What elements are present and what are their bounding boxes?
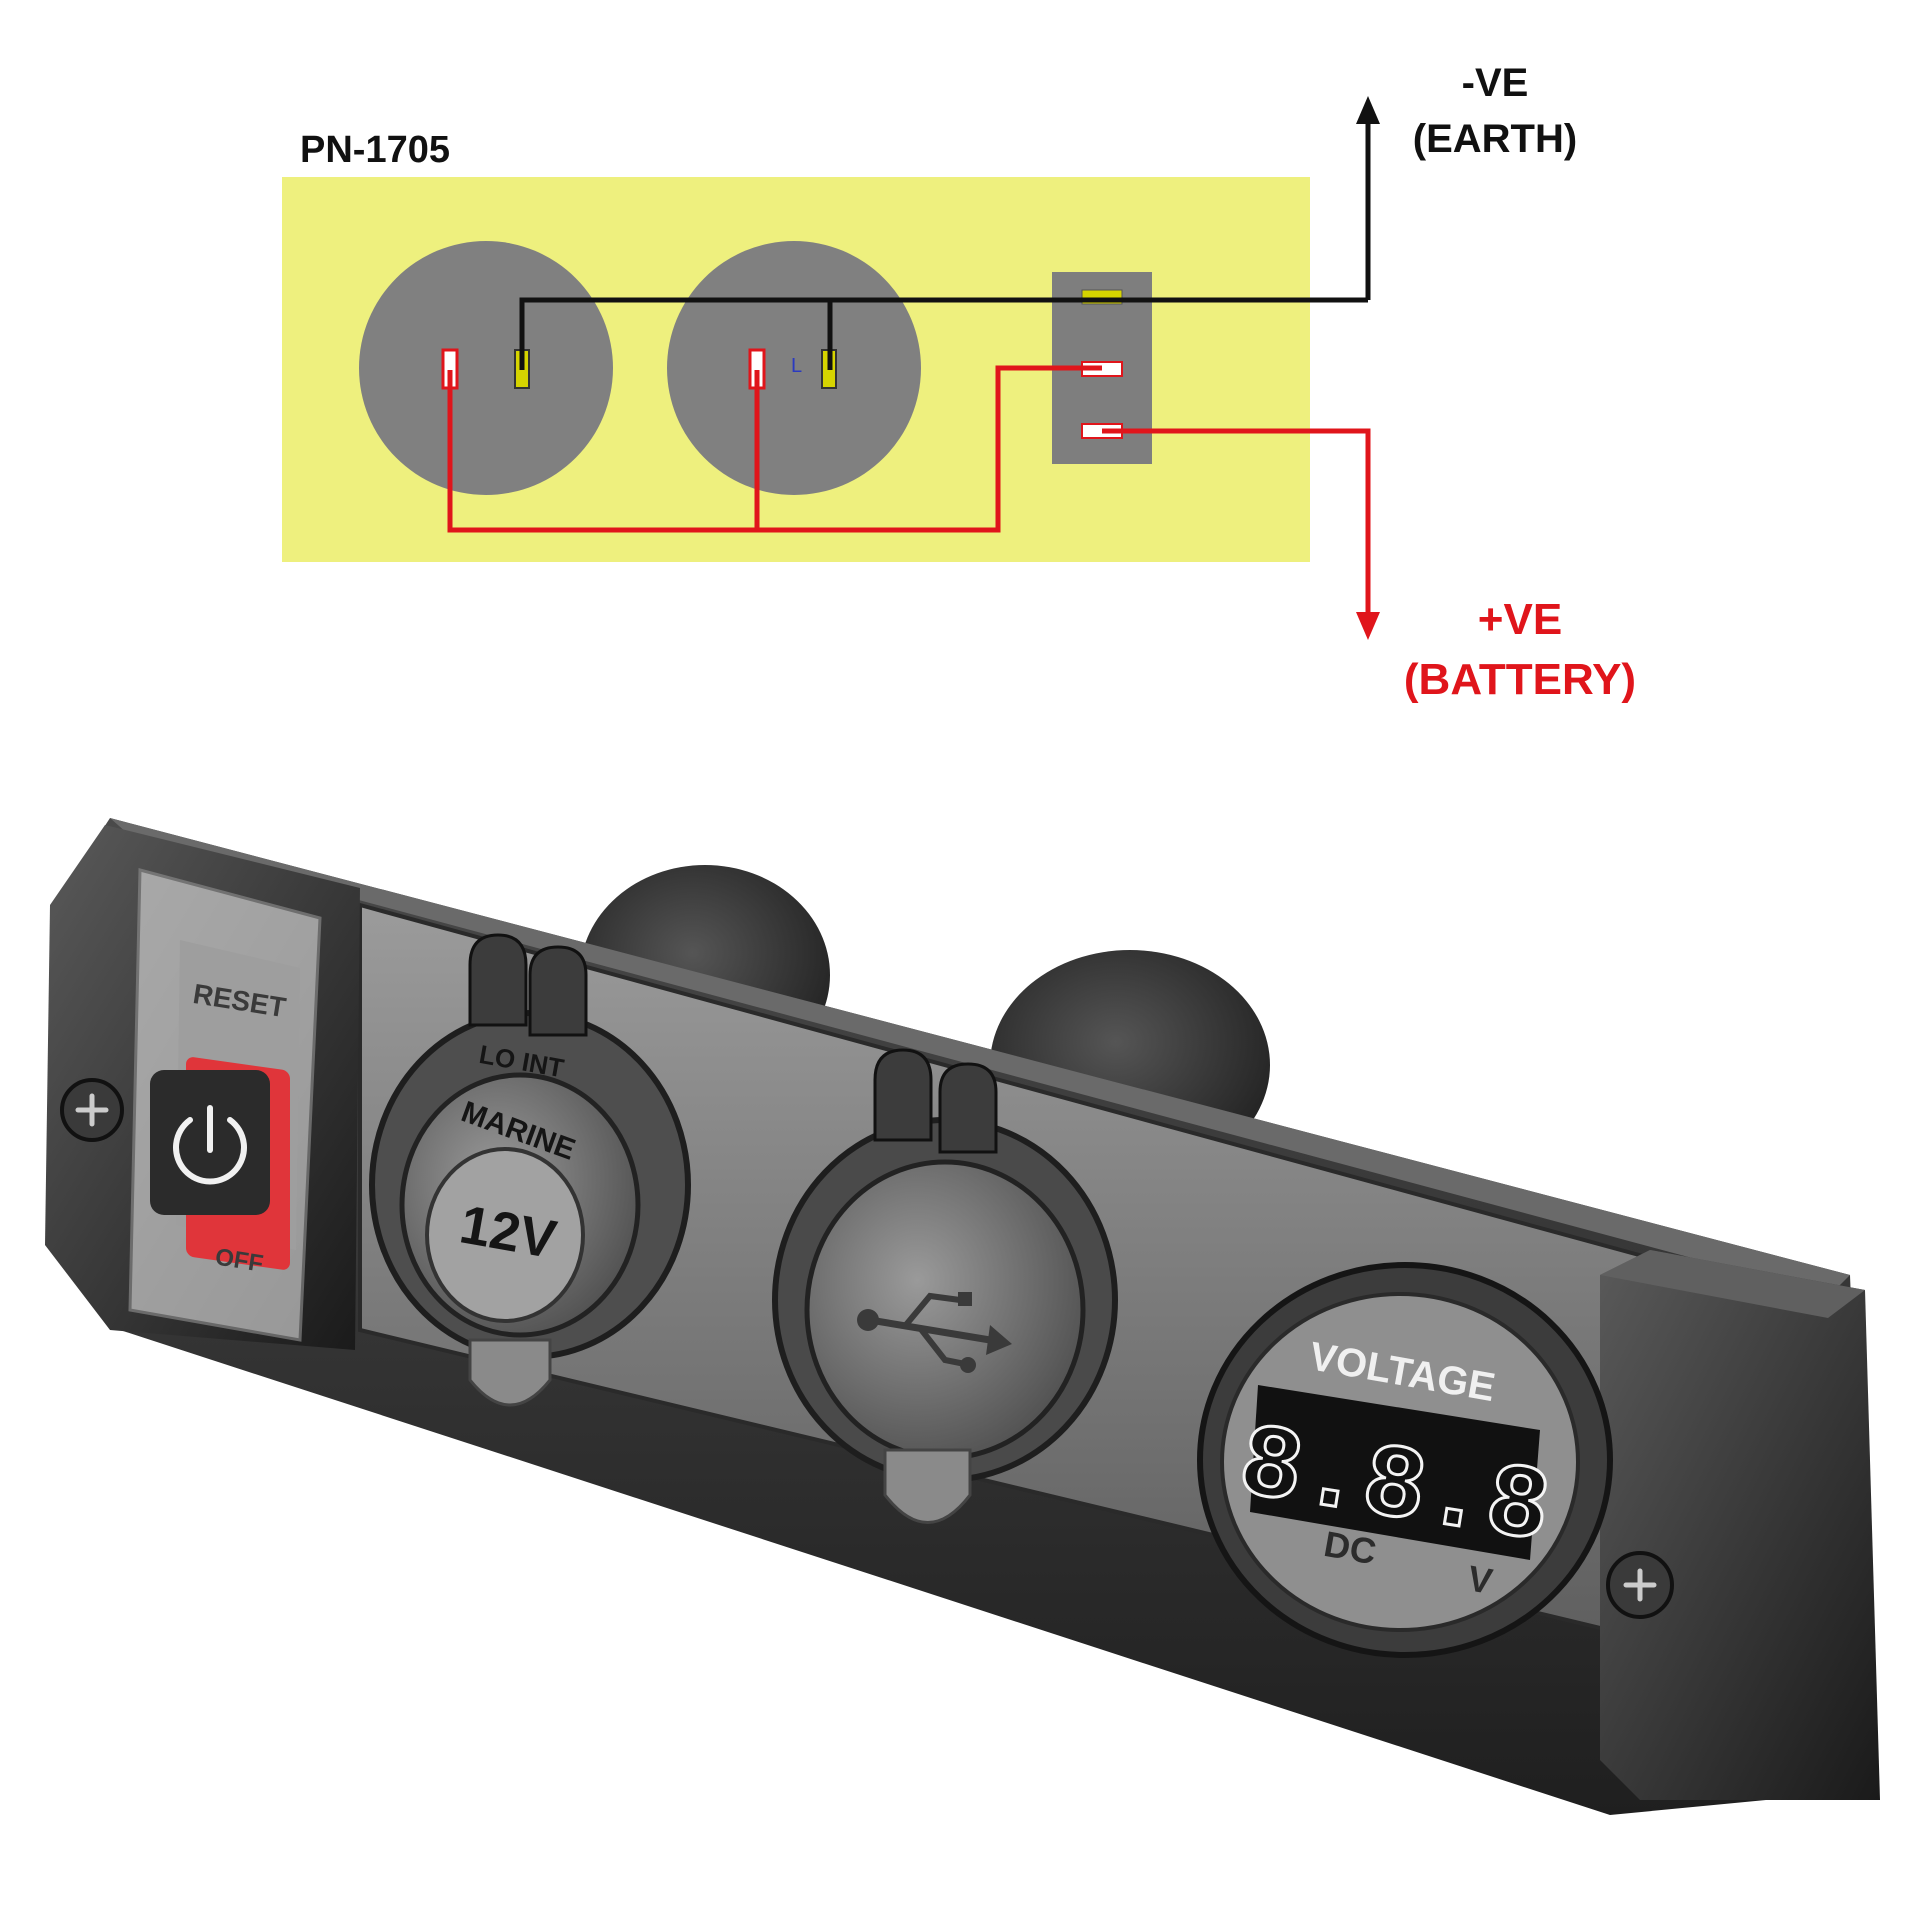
socket-usb-tab <box>883 1448 972 1524</box>
socket-usb-hinge <box>873 1048 998 1154</box>
battery-arrow-icon <box>1356 612 1380 640</box>
voltmeter-dc-label: DC <box>1321 1523 1379 1572</box>
panel-top-lip <box>110 818 1850 1295</box>
voltmeter: VOLTAGE 8.8.8 DC V <box>1197 1262 1613 1658</box>
earth-arrow-icon <box>1356 96 1380 124</box>
power-icon <box>173 1105 247 1185</box>
earth-label-line2: (EARTH) <box>1413 117 1577 161</box>
rocker-switch: RESET OFF <box>128 868 322 1342</box>
wiring-diagram: PN-1705 L -VE (EARTH) <box>282 61 1636 704</box>
terminal-mark: L <box>791 355 802 377</box>
negative-bus-wire <box>519 297 833 370</box>
battery-label-line1: +VE <box>1478 595 1562 644</box>
socket-2-symbol <box>667 241 921 495</box>
socket-usb-cap <box>804 1159 1086 1461</box>
product-panel: RESET OFF LO INT MARINE 12V <box>45 818 1880 1815</box>
socket-1-terminals <box>441 348 530 390</box>
battery-label-line2: (BATTERY) <box>1404 655 1636 704</box>
usb-icon <box>857 1292 1012 1373</box>
right-end-cap <box>1600 1250 1880 1800</box>
positive-bus-wire <box>447 365 1102 533</box>
part-number-label: PN-1705 <box>300 129 450 171</box>
right-end-cap-top <box>1600 1250 1865 1318</box>
battery-lead-wire <box>1102 428 1371 612</box>
socket-1-symbol <box>359 241 613 495</box>
earth-label-line1: -VE <box>1462 61 1529 105</box>
screw-right-icon <box>1606 1551 1674 1619</box>
screw-left-icon <box>60 1078 124 1142</box>
socket-12v-plug-face <box>425 1147 585 1323</box>
voltmeter-display <box>1250 1385 1540 1560</box>
socket-usb <box>772 1048 1118 1524</box>
socket-12v-hinge <box>468 933 588 1037</box>
socket-12v-tab <box>468 1338 552 1407</box>
socket-12v: LO INT MARINE 12V <box>369 933 691 1407</box>
